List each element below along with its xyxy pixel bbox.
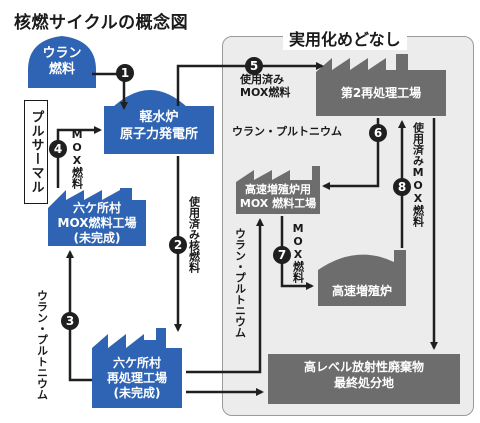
uranium-fuel-label: ウラン 燃料: [42, 46, 82, 78]
step-badge-6: 6: [369, 124, 387, 142]
fbr-building: [318, 250, 406, 306]
step-badge-2: 2: [169, 236, 187, 254]
spent-mox-label-8: 使用済みMOX燃料: [411, 122, 425, 227]
rokkasho-mox-factory: [48, 188, 146, 246]
diagram-title: 核燃サイクルの概念図: [14, 13, 189, 33]
step-badge-8: 8: [393, 178, 411, 196]
step-badge-7: 7: [273, 246, 291, 264]
second-reprocessing-label: 第2再処理工場: [340, 86, 422, 100]
lwr-dome: [112, 90, 188, 108]
arrow-repro-to-fbrmox: [186, 218, 264, 374]
disposal-box: [268, 354, 460, 404]
step-badge-1: 1: [116, 64, 134, 82]
rokkasho-reprocessing-factory: [92, 328, 182, 408]
fbr-mox-label: 高速増殖炉用 MOX 燃料工場: [239, 183, 317, 210]
mox-fuel-label-7: MOX燃料: [291, 222, 305, 283]
step-badge-3: 3: [61, 312, 79, 330]
panel-title: 実用化めどなし: [283, 26, 407, 50]
uranium-plutonium-label-left: ウラン・プルトニウム: [233, 228, 247, 338]
uranium-fuel-dome: [28, 36, 96, 88]
step-badge-4: 4: [49, 140, 67, 158]
lwr-label: 軽水炉 原子力発電所: [119, 110, 198, 142]
second-reprocessing-factory: [316, 54, 446, 116]
fbr-mox-factory: [236, 166, 320, 214]
mox-fuel-label-4: MOX燃料: [70, 128, 84, 189]
uranium-plutonium-label-6: ウラン・プルトニウム: [232, 125, 342, 138]
disposal-label: 高レベル放射性廃棄物 最終処分地: [303, 360, 424, 390]
lwr-building: [104, 106, 214, 154]
uranium-plutonium-label-3: ウラン・プルトニウム: [35, 290, 49, 400]
pluthermal-label: プルサーマル: [24, 100, 48, 204]
step-badge-5: 5: [245, 57, 263, 75]
spent-nuclear-fuel-label-2: 使用済み核燃料: [187, 196, 201, 273]
fbr-label: 高速増殖炉: [331, 284, 392, 298]
arrow-5: [176, 62, 324, 106]
arrow-3: [66, 250, 92, 382]
arrow-4: [56, 126, 102, 188]
arrow-7: [280, 216, 314, 290]
rokkasho-reprocessing-label: 六ケ所村 再処理工場 (未完成): [106, 356, 167, 400]
rokkasho-mox-label: 六ケ所村 MOX燃料工場 (未完成): [57, 201, 137, 245]
spent-mox-label-5: 使用済み MOX燃料: [240, 73, 291, 99]
